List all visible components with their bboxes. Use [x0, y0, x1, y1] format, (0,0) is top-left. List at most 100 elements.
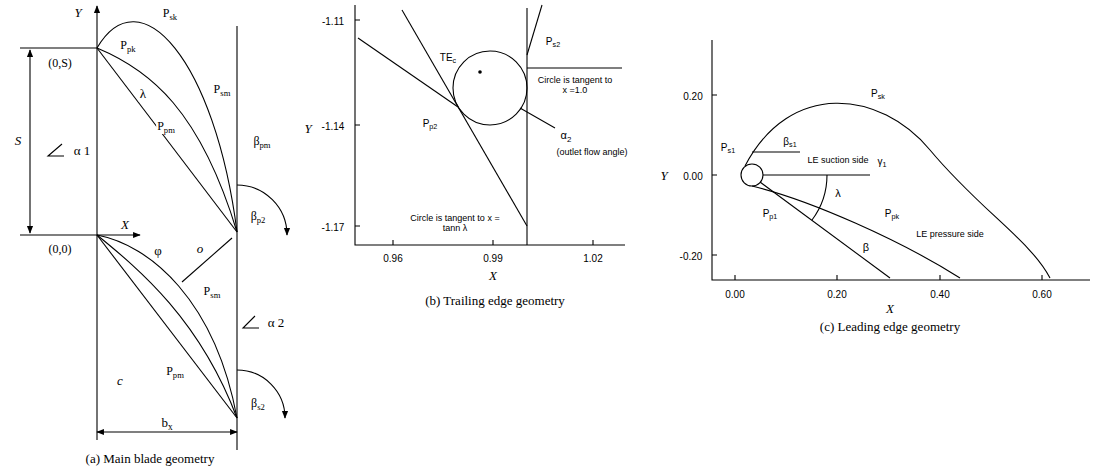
point-label: Ppk	[119, 39, 136, 53]
point-label: Ppm	[156, 120, 176, 134]
trailing-plane-line	[236, 26, 237, 450]
suction-line	[527, 5, 542, 55]
label-anchor: Circle is tangent to x = tann λ	[408, 213, 502, 235]
label-anchor: γ1	[877, 151, 888, 169]
pressure-line	[358, 38, 458, 107]
label-anchor: 0.20	[826, 284, 847, 302]
tick-label: 0.00	[724, 289, 745, 301]
pressure-surface	[97, 48, 237, 232]
axis-label: Y	[73, 6, 82, 21]
tick-label: 0.60	[1031, 289, 1052, 301]
point-label: Psk	[870, 88, 886, 100]
coordinate-label: (0,S)	[47, 57, 73, 71]
annotation: Circle is tangent to x = tann λ	[408, 213, 502, 234]
outlet-reference-line	[527, 67, 622, 68]
axis-label: X	[885, 302, 895, 317]
axis-label: X	[488, 269, 498, 284]
tick-label: -1.14	[321, 121, 346, 133]
label-anchor: Y	[303, 119, 312, 137]
tick-marks	[712, 95, 1042, 280]
point-label: TEc	[439, 52, 457, 64]
label-anchor: 0.20	[682, 86, 703, 104]
label-anchor: α 1	[73, 141, 92, 159]
point-label: Pp2	[422, 118, 439, 130]
trailing-edge-circle	[453, 51, 527, 125]
label-anchor: βpm	[252, 131, 271, 149]
axis-label: Y	[303, 122, 312, 137]
tick-label: -1.17	[321, 222, 346, 234]
angle-label: α 1	[73, 144, 92, 159]
label-anchor: TEc	[439, 47, 457, 65]
tick-label: -1.11	[321, 16, 345, 28]
label-anchor: Ppm	[156, 116, 176, 134]
label-anchor: β	[862, 237, 870, 255]
label-anchor: -1.11	[321, 11, 345, 29]
label-anchor: (c) Leading edge geometry	[819, 317, 961, 335]
point-label: Ppm	[165, 365, 185, 379]
angle-symbol	[243, 316, 259, 328]
label-anchor: S	[14, 131, 23, 149]
caption: (b) Trailing edge geometry	[424, 294, 566, 309]
tick-label: 0.20	[682, 91, 703, 103]
angle-label: βp2	[250, 210, 267, 224]
tick-label: 1.02	[582, 253, 603, 265]
label-anchor: φ	[153, 241, 163, 259]
angle-label: γ1	[877, 156, 888, 168]
label-anchor: Ppm	[165, 361, 185, 379]
label-anchor: 0.60	[1031, 284, 1052, 302]
label-anchor: βp2	[250, 206, 267, 224]
pitch-dimension	[29, 50, 30, 233]
label-anchor: Psk	[162, 3, 178, 21]
stagger-line	[97, 48, 237, 232]
label-anchor: X	[885, 299, 895, 317]
coordinate-label: (0,0)	[48, 243, 73, 257]
label-anchor: Pp1	[762, 203, 779, 221]
axis-label: Y	[659, 169, 668, 184]
label-anchor: bx	[160, 413, 173, 431]
throat-line	[182, 238, 232, 282]
angle-label: α 2	[267, 316, 286, 331]
tick-label: 0.00	[682, 171, 703, 183]
chord-line	[97, 235, 237, 418]
plot-frame	[355, 5, 625, 245]
y-axis	[96, 6, 97, 440]
reference-line	[763, 174, 870, 175]
angle-arc	[237, 370, 285, 418]
angle-label: βs2	[250, 397, 266, 411]
label-anchor: βs1	[782, 131, 797, 149]
leading-edge-circle	[741, 164, 763, 186]
point-label: Psm	[203, 285, 222, 299]
label-anchor: 0.99	[482, 248, 503, 266]
point-label: Ps1	[720, 142, 736, 154]
suction-surface	[97, 235, 237, 418]
tick-label: 0.96	[382, 253, 403, 265]
label-anchor: α 2	[267, 313, 286, 331]
angle-arc	[237, 185, 287, 235]
label-anchor: (a) Main blade geometry	[85, 449, 216, 466]
label-anchor: Y	[659, 166, 668, 184]
axial-chord-dimension	[97, 431, 237, 432]
angle-label: β	[862, 241, 870, 254]
label-anchor: Y	[73, 3, 82, 21]
dimension-label: S	[14, 134, 23, 149]
label-anchor: -1.14	[321, 116, 346, 134]
angle-symbol	[48, 144, 64, 156]
annotation: LE pressure side	[915, 229, 985, 239]
pressure-surface	[97, 235, 237, 418]
annotation: LE suction side	[806, 155, 869, 165]
throat-label: o	[196, 242, 205, 257]
caption: (c) Leading edge geometry	[819, 320, 961, 335]
pressure-tangent-line	[402, 10, 527, 226]
angle-label: βs1	[782, 136, 797, 148]
leader-line	[520, 108, 555, 128]
label-anchor: LE pressure side	[915, 223, 985, 241]
label-anchor: Psk	[870, 83, 886, 101]
tick-label: -0.20	[679, 251, 704, 263]
label-anchor: Ppk	[119, 35, 136, 53]
tick-label: 0.40	[929, 289, 950, 301]
angle-label: α2	[560, 129, 573, 142]
label-anchor: Psm	[213, 79, 232, 97]
label-anchor: 0.96	[382, 248, 403, 266]
label-anchor: λ	[139, 84, 147, 102]
